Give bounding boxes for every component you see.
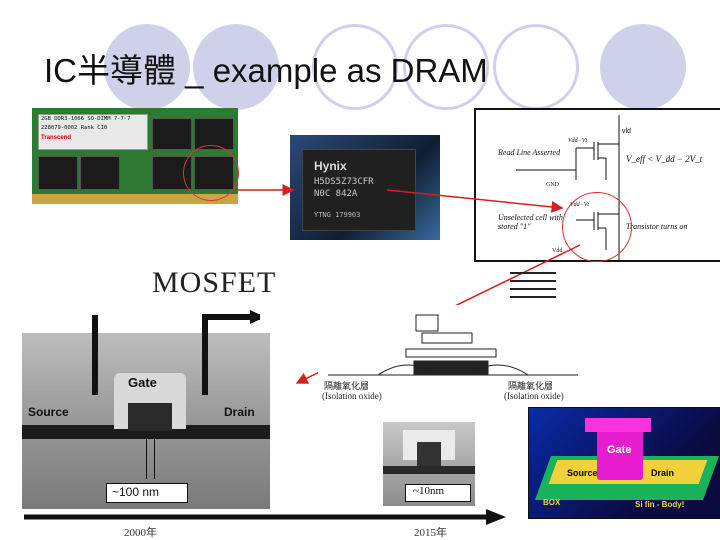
chip-brand: Hynix bbox=[314, 159, 347, 173]
decor-circle bbox=[312, 24, 398, 110]
circuit-label-read-line: Read Line Asserted bbox=[498, 148, 561, 157]
finfet-3d-diagram: Gate Source Drain BOX Si fin - Body! bbox=[528, 407, 720, 519]
isolation-left-en: (Isolation oxide) bbox=[322, 391, 382, 401]
decor-glyphs bbox=[510, 268, 556, 304]
circuit-label-vt1: Vdd−Vt bbox=[568, 138, 588, 144]
isolation-right-en: (Isolation oxide) bbox=[504, 391, 564, 401]
ram-label-line: 2GB DDR3-1066 SO-DIMM 7-7-7 bbox=[41, 116, 131, 122]
finfet-scale-label: ~10nm bbox=[413, 485, 445, 497]
decor-circle bbox=[403, 24, 489, 110]
timeline-year-right: 2015年 bbox=[414, 527, 447, 539]
ram-label-line: Transcend bbox=[41, 135, 72, 141]
ram-module-photo: 2GB DDR3-1066 SO-DIMM 7-7-7 228079-0002 … bbox=[32, 108, 238, 204]
decor-circle bbox=[193, 24, 279, 110]
circuit-label-transistor: Transistor turns on bbox=[626, 222, 688, 231]
circuit-top-label: vld bbox=[622, 128, 631, 135]
decor-circle bbox=[493, 24, 579, 110]
finfet-drain-label: Drain bbox=[651, 468, 675, 478]
dram-chip-photo: Hynix H5DS5Z73CFR N0C 842A YTNG 179903 bbox=[290, 135, 440, 240]
timeline-year-left: 2000年 bbox=[124, 527, 157, 539]
mosfet-source-label: Source bbox=[28, 405, 69, 419]
mosfet-scale-label: ~100 nm bbox=[112, 485, 160, 499]
decor-circle bbox=[600, 24, 686, 110]
finfet-source-label: Source bbox=[567, 468, 598, 478]
finfet-sem-image: ~10nm bbox=[383, 422, 475, 506]
mosfet-drain-label: Drain bbox=[224, 405, 255, 419]
highlight-circle bbox=[562, 192, 632, 262]
circuit-label-gnd: GND bbox=[546, 182, 559, 188]
chip-marking: H5DS5Z73CFR bbox=[314, 177, 374, 187]
chip-marking: YTNG 179903 bbox=[314, 211, 361, 219]
mosfet-title: MOSFET bbox=[152, 266, 277, 299]
isolation-right-cn: 隔離氧化層 bbox=[508, 381, 554, 391]
mosfet-bracket bbox=[92, 310, 260, 395]
finfet-box-label: BOX bbox=[543, 498, 561, 507]
mosfet-sem-image: Gate Source Drain ~100 nm bbox=[22, 333, 270, 509]
chip-marking: N0C 842A bbox=[314, 189, 358, 199]
highlight-circle bbox=[183, 145, 239, 201]
finfet-fin-label: Si fin - Body! bbox=[635, 500, 685, 509]
slide-title: IC半導體 _ example as DRAM bbox=[44, 52, 488, 89]
finfet-gate-label: Gate bbox=[607, 444, 632, 456]
cross-section-diagram: 隔離氧化層 (Isolation oxide) 隔離氧化層 (Isolation… bbox=[318, 305, 588, 405]
timeline-arrow bbox=[24, 509, 506, 525]
decor-circle bbox=[104, 24, 190, 110]
mosfet-gate-label: Gate bbox=[128, 375, 157, 390]
circuit-formula: V_eff < V_dd − 2V_t bbox=[626, 154, 703, 164]
ram-label-line: 228079-0002 Rank CI0 bbox=[41, 125, 108, 131]
isolation-left-cn: 隔離氧化層 bbox=[324, 381, 370, 391]
circuit-label-unselected: Unselected cell with stored "1" bbox=[498, 213, 563, 231]
circuit-label-vdd: Vdd bbox=[552, 248, 563, 254]
